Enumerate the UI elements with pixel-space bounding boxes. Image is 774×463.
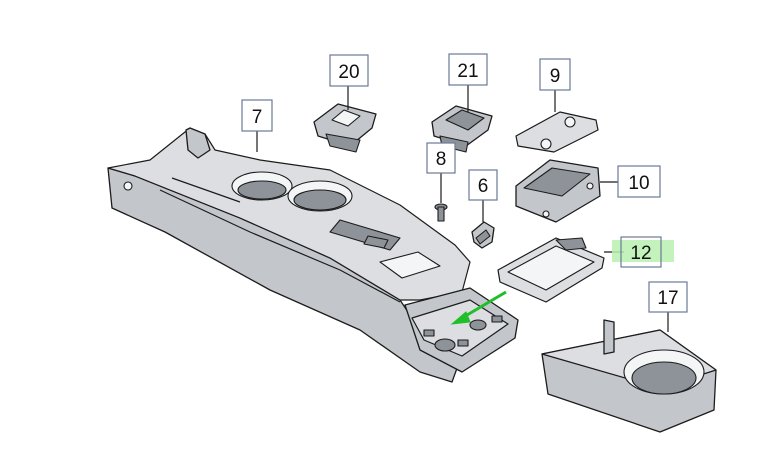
- perforated-cover-part-9: [515, 111, 599, 153]
- callout-label-10: 10: [628, 173, 649, 194]
- callout-9: 9: [539, 58, 571, 91]
- center-console-part: [107, 127, 519, 383]
- callout-21: 21: [448, 53, 488, 86]
- callout-label-12: 12: [630, 243, 651, 264]
- callout-label-20: 20: [338, 62, 359, 83]
- callout-7: 7: [241, 99, 273, 132]
- callout-label-21: 21: [457, 61, 478, 82]
- highlight-12: [612, 240, 674, 262]
- callout-label-8: 8: [436, 149, 447, 170]
- callout-label-9: 9: [550, 66, 561, 87]
- callout-20: 20: [329, 54, 369, 87]
- callout-8: 8: [426, 142, 456, 174]
- callout-label-6: 6: [478, 176, 489, 197]
- lid-part-12: [497, 237, 605, 303]
- callout-label-7: 7: [252, 107, 263, 128]
- storage-tray-part-10: [515, 159, 601, 223]
- callout-12: 12: [612, 236, 674, 268]
- callout-6: 6: [468, 169, 498, 201]
- clip-part-20: [313, 103, 377, 153]
- clip-part-6: [471, 221, 495, 249]
- cup-holder-part-17: [541, 319, 717, 433]
- screw-part-8: [434, 203, 448, 222]
- direction-arrow: [450, 290, 507, 325]
- callout-label-17: 17: [657, 288, 678, 309]
- callout-10: 10: [617, 165, 661, 198]
- callout-17: 17: [648, 281, 688, 313]
